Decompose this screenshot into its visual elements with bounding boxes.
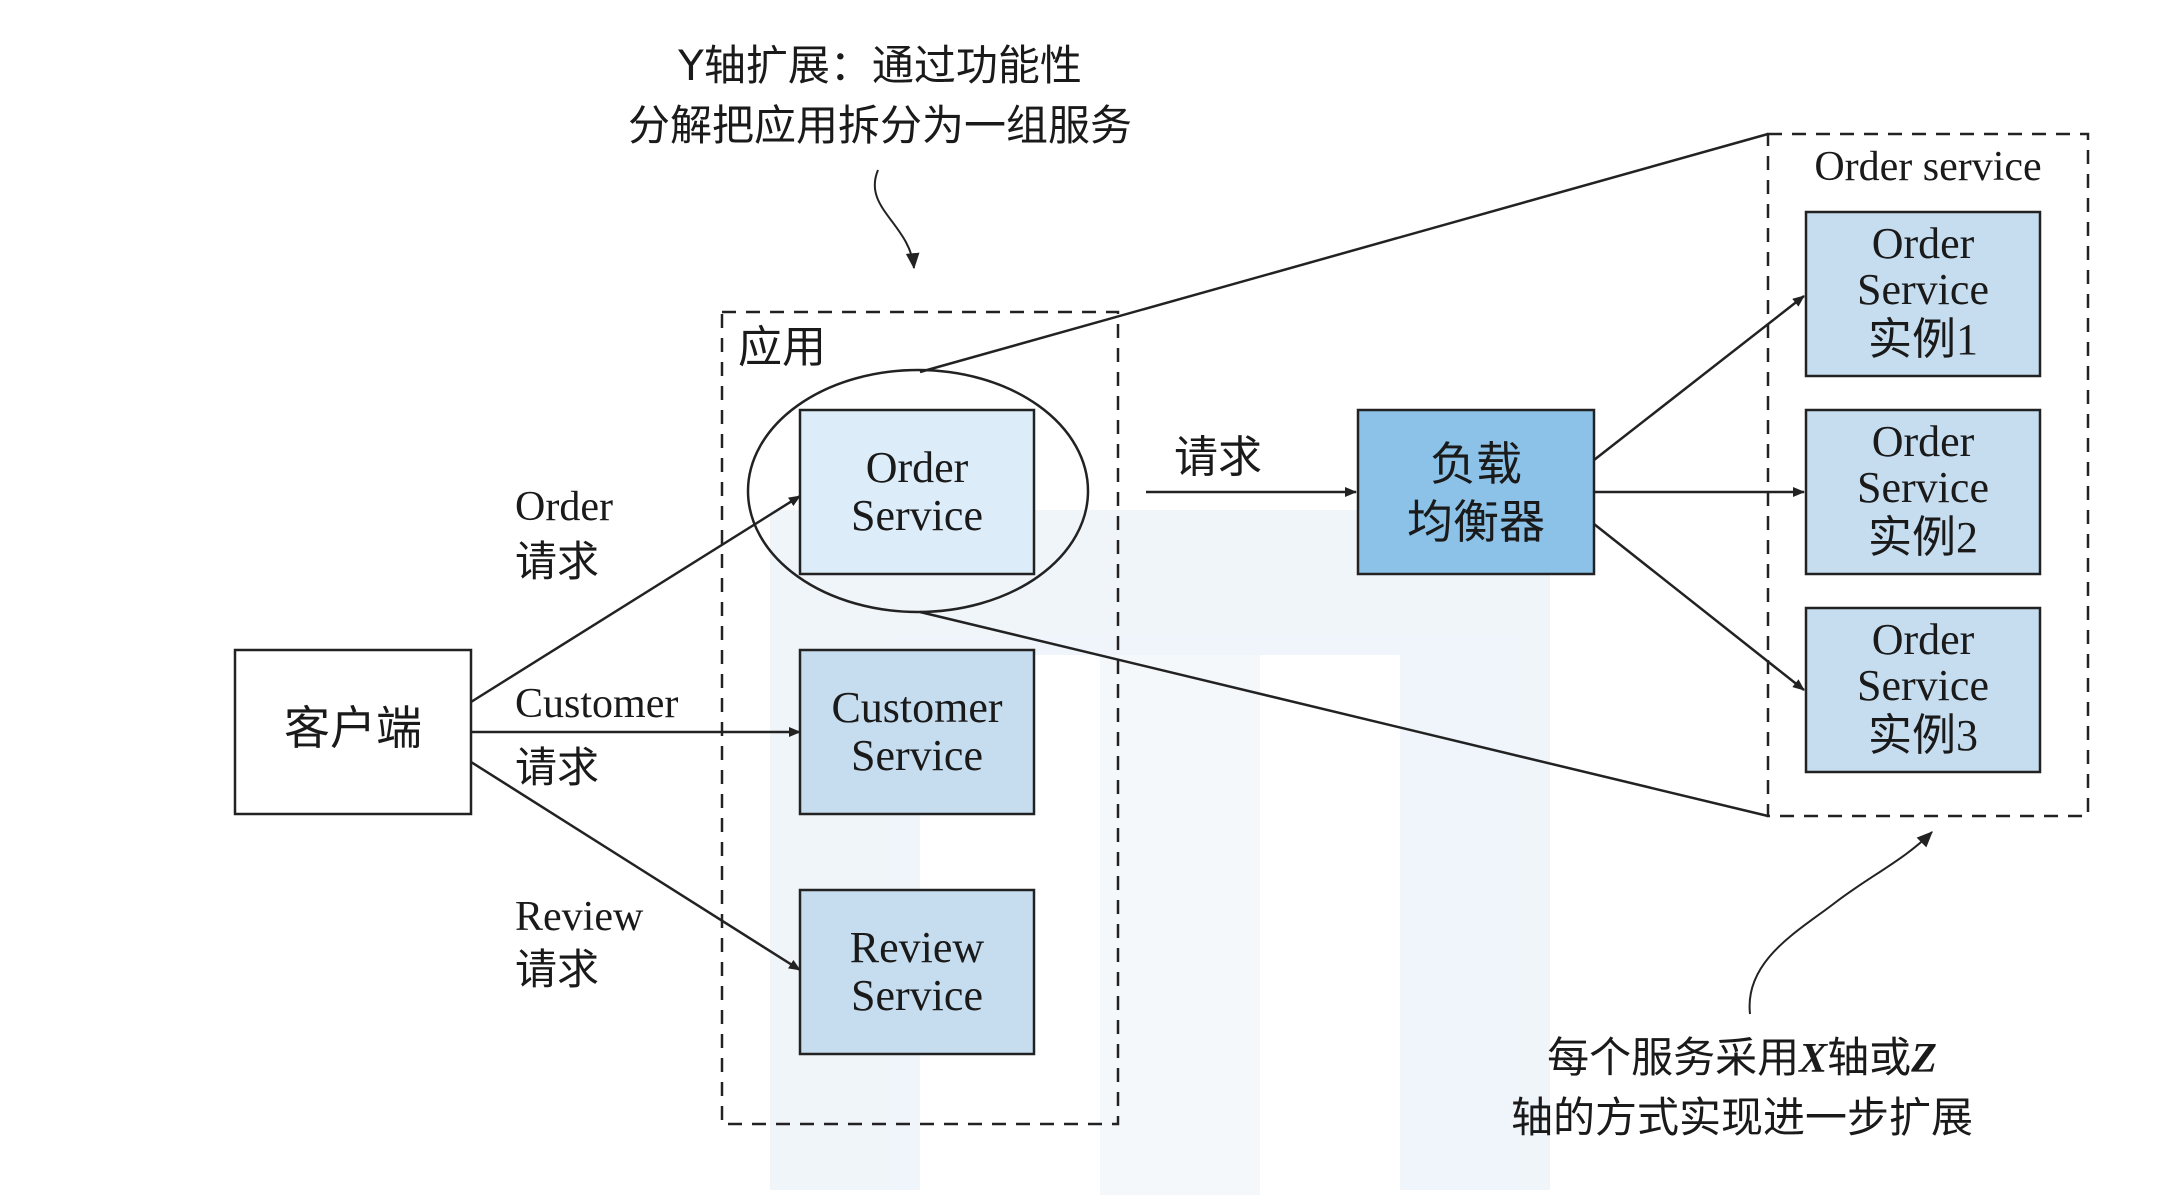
order-service-highlight-ellipse [746, 368, 1090, 614]
y-axis-note-line2: 分解把应用拆分为一组服务 [628, 101, 1132, 150]
xz-axis-note-line1: 每个服务采用X轴或Z [1547, 1033, 1937, 1082]
customer-request-label-zh: 请求 [515, 746, 599, 792]
review-service-label-2: Service [851, 971, 983, 1020]
zoom-line-top [919, 132, 1769, 374]
instance2-label-2: Service [1857, 463, 1989, 512]
load-balancer-label-1: 负载 [1430, 439, 1522, 490]
xz-note-text-a: 每个服务采用 [1547, 1033, 1799, 1082]
xz-axis-note-line2: 轴的方式实现进一步扩展 [1511, 1093, 1973, 1142]
load-balancer-node: 负载 均衡器 [1356, 408, 1596, 576]
customer-service-node: Customer Service [798, 648, 1036, 816]
instance2-label-3: 实例2 [1868, 513, 1978, 562]
order-service-instance-1: Order Service 实例1 [1804, 210, 2042, 378]
watermark [770, 510, 1550, 1195]
instance2-label-1: Order [1872, 417, 1975, 466]
lb-to-instance3-edge [1593, 523, 1805, 691]
lb-to-instance1-edge [1593, 295, 1805, 461]
review-request-label-en: Review [515, 894, 644, 940]
load-balancer-label-2: 均衡器 [1407, 497, 1545, 548]
y-axis-note: Y轴扩展：通过功能性 分解把应用拆分为一组服务 [628, 41, 1132, 270]
client-node: 客户端 [233, 648, 473, 816]
order-service-node: Order Service [798, 408, 1036, 576]
zoom-line-bottom [919, 610, 1769, 818]
instance3-label-3: 实例3 [1868, 711, 1978, 760]
lb-request-label: 请求 [1174, 433, 1262, 482]
customer-request-label-en: Customer [515, 681, 678, 727]
xz-axis-note: 每个服务采用X轴或Z 轴的方式实现进一步扩展 [1511, 831, 1973, 1142]
review-service-label-1: Review [850, 923, 985, 972]
instance3-label-1: Order [1872, 615, 1975, 664]
instance3-label-2: Service [1857, 661, 1989, 710]
instance1-label-2: Service [1857, 265, 1989, 314]
instance1-label-3: 实例1 [1868, 315, 1978, 364]
application-label: 应用 [738, 323, 826, 372]
xz-axis-note-pointer [1748, 831, 1933, 1015]
order-request-label-zh: 请求 [515, 540, 599, 586]
review-request-edge [470, 760, 801, 972]
order-request-edge [470, 494, 801, 704]
application-container [720, 310, 1120, 1126]
order-service-label-1: Order [866, 443, 969, 492]
xz-note-x-letter: X [1797, 1036, 1828, 1082]
order-service-instance-2: Order Service 实例2 [1804, 408, 2042, 576]
y-axis-note-pointer [873, 169, 920, 270]
order-service-group-container [1766, 132, 2090, 818]
order-service-label-2: Service [851, 491, 983, 540]
review-request-label-zh: 请求 [515, 948, 599, 994]
y-axis-note-line1: Y轴扩展：通过功能性 [677, 41, 1082, 90]
xz-note-z-letter: Z [1910, 1036, 1937, 1082]
customer-service-label-2: Service [851, 731, 983, 780]
instance1-label-1: Order [1872, 219, 1975, 268]
client-label: 客户端 [284, 703, 422, 754]
customer-service-label-1: Customer [831, 683, 1002, 732]
order-service-instance-3: Order Service 实例3 [1804, 606, 2042, 774]
review-service-node: Review Service [798, 888, 1036, 1056]
xz-note-text-b: 轴或 [1827, 1033, 1911, 1082]
order-request-label-en: Order [515, 484, 613, 530]
order-service-group-label: Order service [1814, 144, 2041, 190]
